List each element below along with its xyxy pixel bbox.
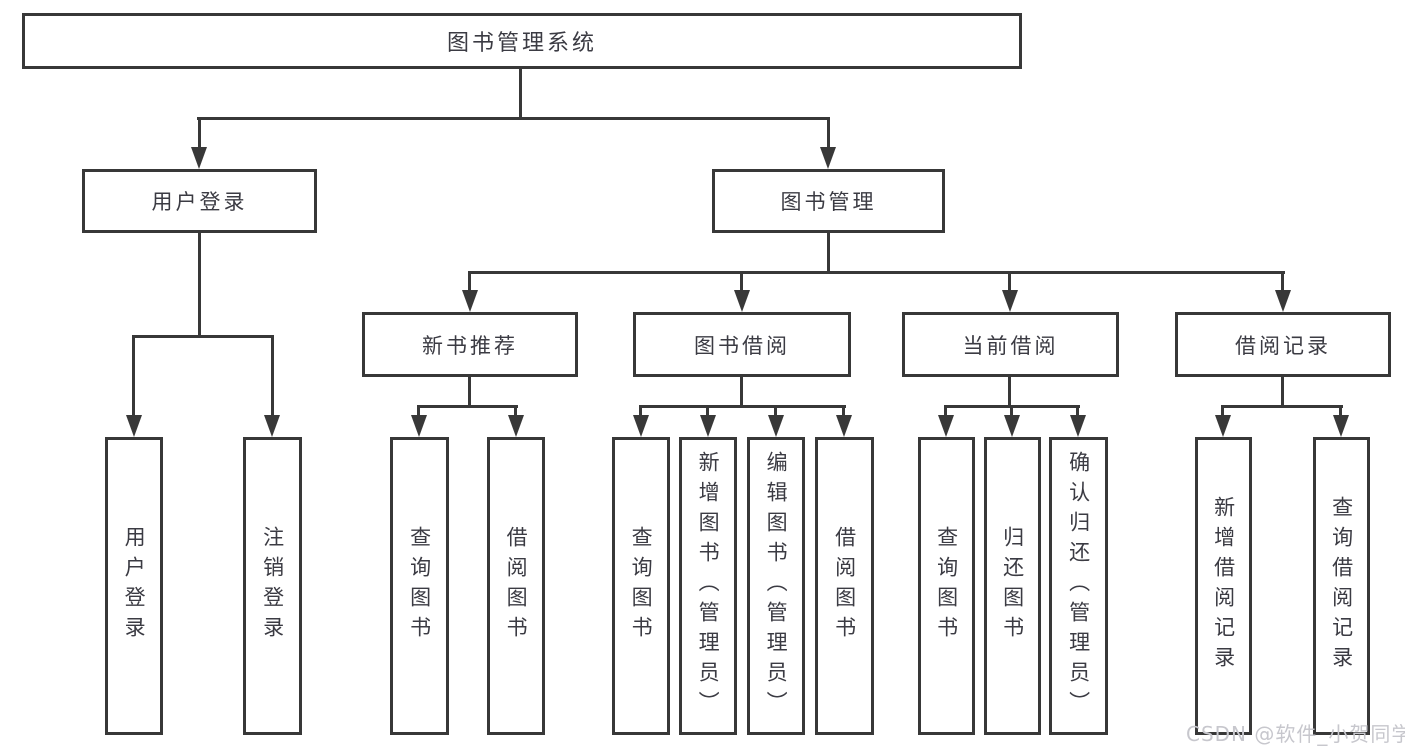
connector-current-feed: [1008, 377, 1011, 408]
leaf-borrow-book-recommend-label: 借阅图书: [504, 526, 529, 646]
connector-borrow-feed: [740, 377, 743, 408]
node-book-management: 图书管理: [712, 169, 945, 233]
leaf-add-borrow-record-label: 新增借阅记录: [1211, 496, 1236, 676]
leaf-edit-book-admin-label: 编辑图书（管理员）: [764, 451, 789, 721]
leaf-user-login: 用户登录: [105, 437, 163, 735]
leaf-confirm-return-admin: 确认归还（管理员）: [1049, 437, 1108, 735]
connector-recommend-distributor: [417, 405, 518, 408]
connector-borrow-distributor: [639, 405, 846, 408]
leaf-borrow-book-recommend: 借阅图书: [487, 437, 545, 735]
node-book-borrow: 图书借阅: [633, 312, 851, 377]
node-user-login-label: 用户登录: [151, 190, 248, 214]
leaf-query-book-recommend: 查询图书: [390, 437, 449, 735]
node-user-login: 用户登录: [82, 169, 317, 233]
leaf-return-book: 归还图书: [984, 437, 1041, 735]
arrow-down-icon: [264, 415, 280, 437]
connector-level3-shaft: [1008, 271, 1011, 292]
connector-user-login-distributor: [133, 335, 274, 338]
connector-leaf-shaft: [842, 405, 845, 417]
connector-leaf-shaft: [1339, 405, 1342, 417]
leaf-query-book-recommend-label: 查询图书: [407, 526, 432, 646]
connector-leaf-shaft: [132, 335, 135, 417]
node-new-book-recommend: 新书推荐: [362, 312, 578, 377]
arrow-down-icon: [700, 415, 716, 437]
connector-records-distributor: [1221, 405, 1343, 408]
connector-level3-distributor: [468, 271, 1285, 274]
leaf-logout: 注销登录: [243, 437, 302, 735]
arrow-down-icon: [191, 147, 207, 169]
leaf-query-book-borrow: 查询图书: [612, 437, 670, 735]
connector-leaf-shaft: [1010, 405, 1013, 417]
leaf-user-login-label: 用户登录: [122, 526, 147, 646]
arrow-down-icon: [462, 290, 478, 312]
node-borrow-records-label: 借阅记录: [1235, 333, 1331, 358]
arrow-down-icon: [1333, 415, 1349, 437]
leaf-logout-label: 注销登录: [260, 526, 285, 646]
connector-leaf-shaft: [1221, 405, 1224, 417]
leaf-add-borrow-record: 新增借阅记录: [1195, 437, 1252, 735]
arrow-down-icon: [1002, 290, 1018, 312]
connector-leaf-shaft: [944, 405, 947, 417]
connector-book-mgmt-feed: [827, 233, 830, 274]
connector-leaf-shaft: [639, 405, 642, 417]
node-book-management-label: 图书管理: [780, 190, 877, 214]
connector-records-feed: [1281, 377, 1284, 408]
connector-leaf-shaft: [1076, 405, 1079, 417]
connector-leaf-shaft: [706, 405, 709, 417]
leaf-query-book-borrow-label: 查询图书: [629, 526, 654, 646]
leaf-confirm-return-admin-label: 确认归还（管理员）: [1066, 451, 1091, 721]
leaf-query-borrow-record: 查询借阅记录: [1313, 437, 1370, 735]
connector-user-login-feed: [198, 233, 201, 338]
arrow-down-icon: [1275, 290, 1291, 312]
leaf-return-book-label: 归还图书: [1000, 526, 1025, 646]
connector-level3-shaft: [740, 271, 743, 292]
connector-level2-distributor: [197, 117, 830, 120]
node-current-borrow: 当前借阅: [902, 312, 1119, 377]
connector-leaf-shaft: [271, 335, 274, 417]
leaf-borrow-book: 借阅图书: [815, 437, 874, 735]
node-book-borrow-label: 图书借阅: [694, 333, 790, 358]
connector-root-feed: [519, 69, 522, 120]
leaf-add-book-admin-label: 新增图书（管理员）: [696, 451, 721, 721]
node-root: 图书管理系统: [22, 13, 1022, 69]
connector-leaf-shaft: [774, 405, 777, 417]
connector-leaf-shaft: [514, 405, 517, 417]
arrow-down-icon: [820, 147, 836, 169]
connector-level3-shaft: [1281, 271, 1284, 292]
node-borrow-records: 借阅记录: [1175, 312, 1391, 377]
watermark: CSDN @软件_小贺同学: [1186, 722, 1405, 746]
arrow-down-icon: [508, 415, 524, 437]
connector-level3-shaft: [468, 271, 471, 292]
arrow-down-icon: [411, 415, 427, 437]
leaf-query-book-current: 查询图书: [918, 437, 975, 735]
connector-leaf-shaft: [417, 405, 420, 417]
node-new-book-recommend-label: 新书推荐: [422, 333, 518, 358]
arrow-down-icon: [836, 415, 852, 437]
node-root-label: 图书管理系统: [446, 31, 597, 56]
connector-book-mgmt-shaft: [827, 117, 830, 149]
arrow-down-icon: [1004, 415, 1020, 437]
leaf-query-borrow-record-label: 查询借阅记录: [1329, 496, 1354, 676]
arrow-down-icon: [938, 415, 954, 437]
leaf-add-book-admin: 新增图书（管理员）: [679, 437, 737, 735]
arrow-down-icon: [633, 415, 649, 437]
node-current-borrow-label: 当前借阅: [962, 333, 1059, 358]
arrow-down-icon: [1215, 415, 1231, 437]
arrow-down-icon: [1070, 415, 1086, 437]
leaf-edit-book-admin: 编辑图书（管理员）: [747, 437, 805, 735]
connector-recommend-feed: [468, 377, 471, 408]
arrow-down-icon: [734, 290, 750, 312]
leaf-borrow-book-label: 借阅图书: [832, 526, 857, 646]
arrow-down-icon: [768, 415, 784, 437]
connector-user-login-shaft: [198, 117, 201, 149]
leaf-query-book-current-label: 查询图书: [934, 526, 959, 646]
arrow-down-icon: [126, 415, 142, 437]
